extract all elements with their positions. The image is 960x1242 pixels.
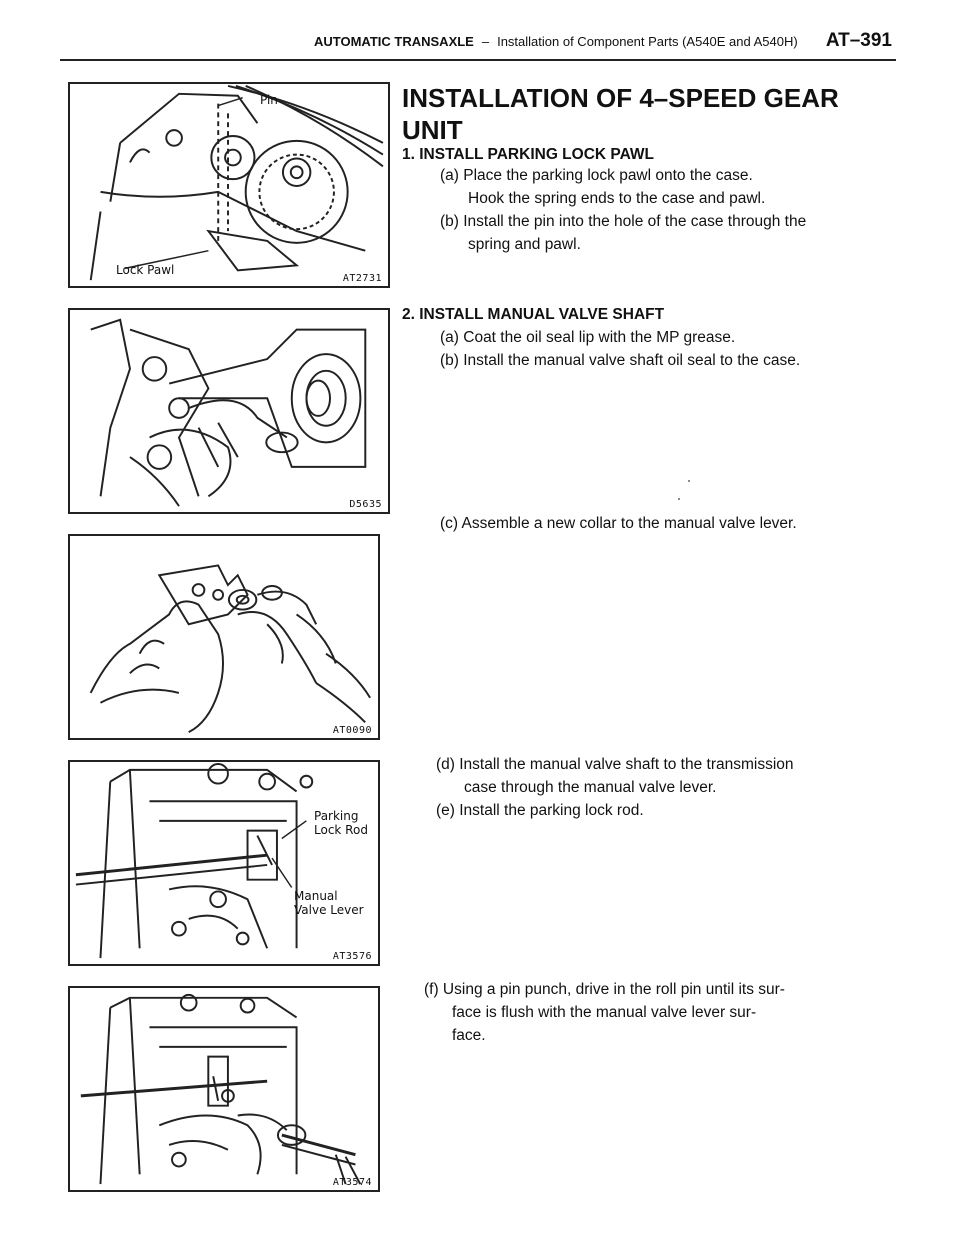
figure-collar-lever: AT0090: [68, 534, 380, 740]
step-1a-cont: Hook the spring ends to the case and paw…: [468, 190, 766, 207]
label-manual: Manual: [294, 889, 338, 903]
step-2e: (e) Install the parking lock rod.: [436, 799, 856, 822]
scan-speck: [678, 498, 680, 500]
header-subtitle: Installation of Component Parts (A540E a…: [497, 34, 798, 49]
roll-pin-illustration: [80, 993, 362, 1185]
step-2a: (a) Coat the oil seal lip with the MP gr…: [440, 326, 880, 349]
label-valve-lever: Valve Lever: [294, 903, 364, 917]
step-2e-text: (e) Install the parking lock rod.: [436, 802, 644, 819]
parking-lock-pawl-illustration: [89, 85, 384, 281]
step-1a: (a) Place the parking lock pawl onto the…: [440, 164, 880, 210]
label-pin: Pin: [260, 93, 278, 107]
label-lock-rod: Lock Rod: [314, 823, 368, 837]
figure-oil-seal: D5635: [68, 308, 390, 514]
step-2d: (d) Install the manual valve shaft to th…: [436, 753, 856, 799]
step-1-heading: 1. INSTALL PARKING LOCK PAWL: [402, 146, 655, 163]
step-2f-cont: face is flush with the manual valve leve…: [452, 1004, 757, 1021]
scan-speck: [688, 480, 690, 482]
label-lock-pawl: Lock Pawl: [116, 263, 175, 277]
step-2c: (c) Assemble a new collar to the manual …: [440, 512, 880, 535]
step-2b-text: (b) Install the manual valve shaft oil s…: [440, 352, 801, 369]
step-2f-text: (f) Using a pin punch, drive in the roll…: [424, 981, 785, 998]
step-2d-text: (d) Install the manual valve shaft to th…: [436, 756, 794, 773]
figure-roll-pin: AT3574: [68, 986, 380, 1192]
page-title: INSTALLATION OF 4–SPEED GEAR UNIT: [402, 83, 839, 145]
step-1b: (b) Install the pin into the hole of the…: [440, 210, 880, 256]
header-separator: –: [481, 34, 490, 49]
step-1b-text: (b) Install the pin into the hole of the…: [440, 213, 807, 230]
figure-code: AT2731: [342, 273, 382, 284]
header-title: AUTOMATIC TRANSAXLE–Installation of Comp…: [314, 34, 798, 49]
figure-code: AT0090: [332, 725, 372, 736]
oil-seal-install-illustration: [90, 318, 367, 507]
step-2c-text: (c) Assemble a new collar to the manual …: [440, 515, 797, 532]
step-1b-cont: spring and pawl.: [468, 236, 581, 253]
figure-code: AT3576: [332, 951, 372, 962]
header-section: AUTOMATIC TRANSAXLE: [314, 34, 474, 49]
header-rule: [60, 59, 896, 61]
figure-code: D5635: [349, 499, 382, 510]
figure-parking-lock-pawl: Pin Lock Pawl AT2731: [68, 82, 390, 288]
page-header: AUTOMATIC TRANSAXLE–Installation of Comp…: [60, 30, 896, 64]
step-2d-cont: case through the manual valve lever.: [464, 779, 717, 796]
step-2b: (b) Install the manual valve shaft oil s…: [440, 349, 880, 372]
step-1a-text: (a) Place the parking lock pawl onto the…: [440, 167, 753, 184]
label-parking: Parking: [314, 809, 359, 823]
page-number: AT–391: [825, 30, 892, 51]
step-2a-text: (a) Coat the oil seal lip with the MP gr…: [440, 329, 736, 346]
manual-valve-shaft-illustration: [75, 762, 314, 959]
step-2f: (f) Using a pin punch, drive in the roll…: [424, 978, 844, 1047]
figure-manual-valve-shaft: Parking Lock Rod Manual Valve Lever AT35…: [68, 760, 380, 966]
step-2f-cont2: face.: [452, 1027, 486, 1044]
step-2-heading: 2. INSTALL MANUAL VALVE SHAFT: [402, 306, 665, 323]
collar-lever-illustration: [89, 564, 371, 733]
figure-code: AT3574: [332, 1177, 372, 1188]
